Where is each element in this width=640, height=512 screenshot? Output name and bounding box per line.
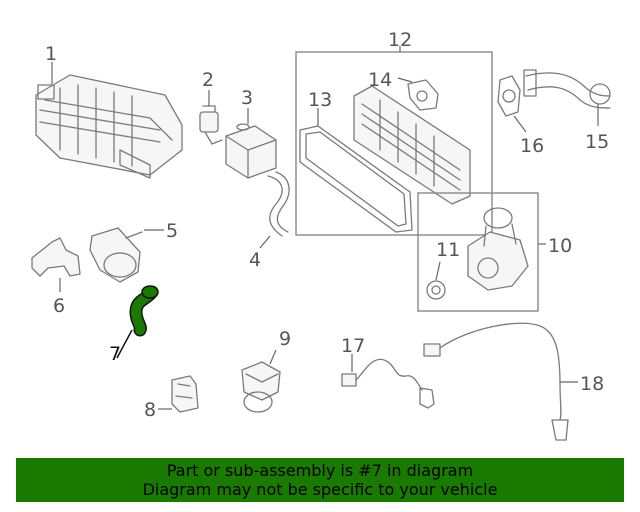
part-18-oxygen-sensor[interactable]: [423, 322, 569, 441]
callout-8: 8: [144, 399, 156, 421]
part-5-actuator[interactable]: [89, 227, 143, 283]
part-2-valve[interactable]: [199, 105, 223, 145]
part-9-vacuum-valve[interactable]: [241, 361, 281, 413]
callout-1: 1: [45, 43, 57, 65]
banner-line-disclaimer: Diagram may not be specific to your vehi…: [142, 480, 498, 499]
part-16-gasket[interactable]: [497, 75, 521, 117]
callout-6: 6: [53, 295, 65, 317]
part-8-sensor[interactable]: [171, 375, 199, 413]
part-4-hose[interactable]: [267, 171, 290, 237]
callout-18: 18: [580, 373, 604, 395]
part-6-bracket[interactable]: [31, 237, 81, 277]
callout-13: 13: [308, 89, 332, 111]
part-17-sensor[interactable]: [341, 358, 435, 409]
callout-15: 15: [585, 131, 609, 153]
part-7-hose-highlighted[interactable]: [129, 285, 159, 337]
part-14-gasket[interactable]: [407, 79, 439, 111]
part-3-solenoid[interactable]: [225, 123, 277, 179]
callout-5: 5: [166, 220, 178, 242]
part-11-gasket[interactable]: [426, 280, 446, 300]
callout-7: 7: [109, 343, 121, 365]
callout-16: 16: [520, 135, 544, 157]
callout-12: 12: [388, 29, 412, 51]
part-info-banner: Part or sub-assembly is #7 in diagram Di…: [16, 458, 624, 502]
callout-14: 14: [368, 69, 392, 91]
callout-9: 9: [279, 328, 291, 350]
part-15-egr-pipe[interactable]: [523, 69, 611, 109]
part-10-egr-valve[interactable]: [467, 207, 529, 291]
callout-11: 11: [436, 239, 460, 261]
callout-4: 4: [249, 249, 261, 271]
part-1-canister[interactable]: [35, 74, 183, 179]
callout-17: 17: [341, 335, 365, 357]
part-12-egr-cooler[interactable]: [353, 85, 471, 205]
exploded-parts-diagram: 1 2 3 4 5 6 7: [31, 29, 611, 441]
callout-3: 3: [241, 87, 253, 109]
callout-10: 10: [548, 235, 572, 257]
group-box-12: [295, 51, 493, 236]
group-box-10: [417, 192, 539, 312]
callout-2: 2: [202, 69, 214, 91]
banner-line-part-number: Part or sub-assembly is #7 in diagram: [166, 461, 474, 480]
